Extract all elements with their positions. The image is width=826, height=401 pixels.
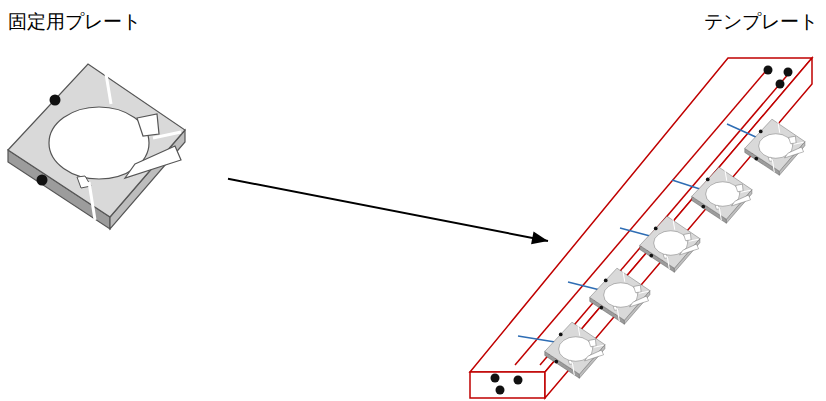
template-plates — [545, 119, 805, 378]
fixing-plate-figure — [8, 64, 185, 229]
template-holes — [491, 66, 793, 395]
fixing-plate: 固定用プレート — [8, 10, 228, 238]
template: テンプレート — [548, 10, 818, 395]
flow-arrow — [228, 179, 548, 245]
arrow-line — [228, 179, 548, 241]
heading-label: テンプレート — [548, 10, 818, 33]
arrow-head — [531, 232, 548, 245]
template-figure — [470, 58, 812, 398]
heading-label: 固定用プレート — [8, 10, 228, 33]
leader-lines — [518, 124, 758, 342]
